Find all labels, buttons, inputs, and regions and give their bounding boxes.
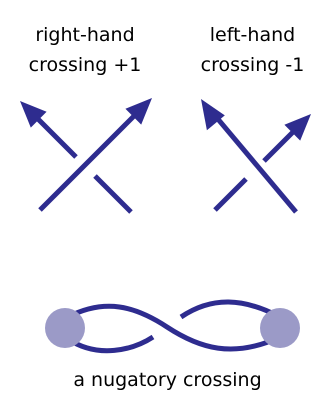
right-hand-crossing-label: right-hand crossing +1 <box>10 20 160 80</box>
left-hand-crossing <box>201 99 311 214</box>
left-hand-crossing-label-line1: left-hand <box>209 24 296 46</box>
right-hand-under-strand-lower <box>93 174 133 214</box>
right-hand-crossing <box>20 98 152 214</box>
right-hand-under-strand-upper <box>30 111 78 159</box>
right-hand-crossing-label-line1: right-hand <box>35 24 135 46</box>
nugatory-over-strand <box>66 303 282 352</box>
left-hand-over-arrowhead <box>201 99 225 131</box>
left-hand-crossing-label: left-hand crossing -1 <box>180 20 325 80</box>
left-hand-under-strand-lower <box>213 177 248 212</box>
nugatory-right-node <box>260 308 300 348</box>
left-hand-under-arrowhead <box>284 114 311 141</box>
right-hand-over-arrowhead <box>125 98 152 125</box>
right-hand-under-arrowhead <box>20 101 47 128</box>
right-hand-over-strand <box>38 108 142 212</box>
left-hand-over-strand <box>210 110 298 214</box>
right-hand-crossing-label-line2: crossing +1 <box>28 54 142 76</box>
nugatory-crossing <box>45 299 300 354</box>
nugatory-left-node <box>45 308 85 348</box>
nugatory-crossing-label: a nugatory crossing <box>73 369 262 391</box>
left-hand-crossing-label-line2: crossing -1 <box>200 54 305 76</box>
nugatory-under-strand-left <box>66 334 155 354</box>
